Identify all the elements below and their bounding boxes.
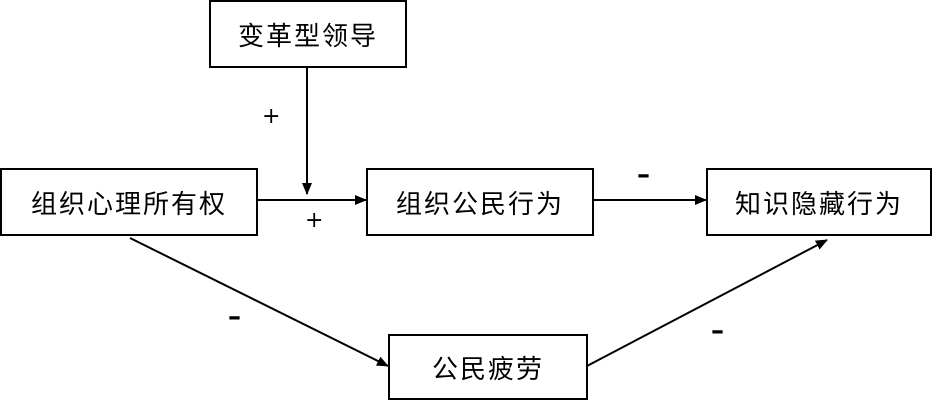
edge-ownership-to-fatigue bbox=[129, 237, 389, 367]
sign-leadership-moderation: + bbox=[262, 104, 281, 129]
sign-ownership-to-ocb: + bbox=[305, 208, 324, 233]
sign-ocb-to-hiding: – bbox=[637, 160, 650, 190]
sign-fatigue-to-hiding: – bbox=[711, 316, 724, 346]
node-knowledge-hiding: 知识隐藏行为 bbox=[706, 168, 932, 236]
node-ocb: 组织公民行为 bbox=[366, 168, 594, 236]
sign-ownership-to-fatigue: – bbox=[228, 302, 241, 332]
node-psychological-ownership: 组织心理所有权 bbox=[0, 168, 258, 236]
edge-fatigue-to-hiding bbox=[586, 239, 828, 367]
node-citizenship-fatigue: 公民疲劳 bbox=[388, 334, 588, 400]
node-transformational-leadership: 变革型领导 bbox=[209, 0, 407, 68]
